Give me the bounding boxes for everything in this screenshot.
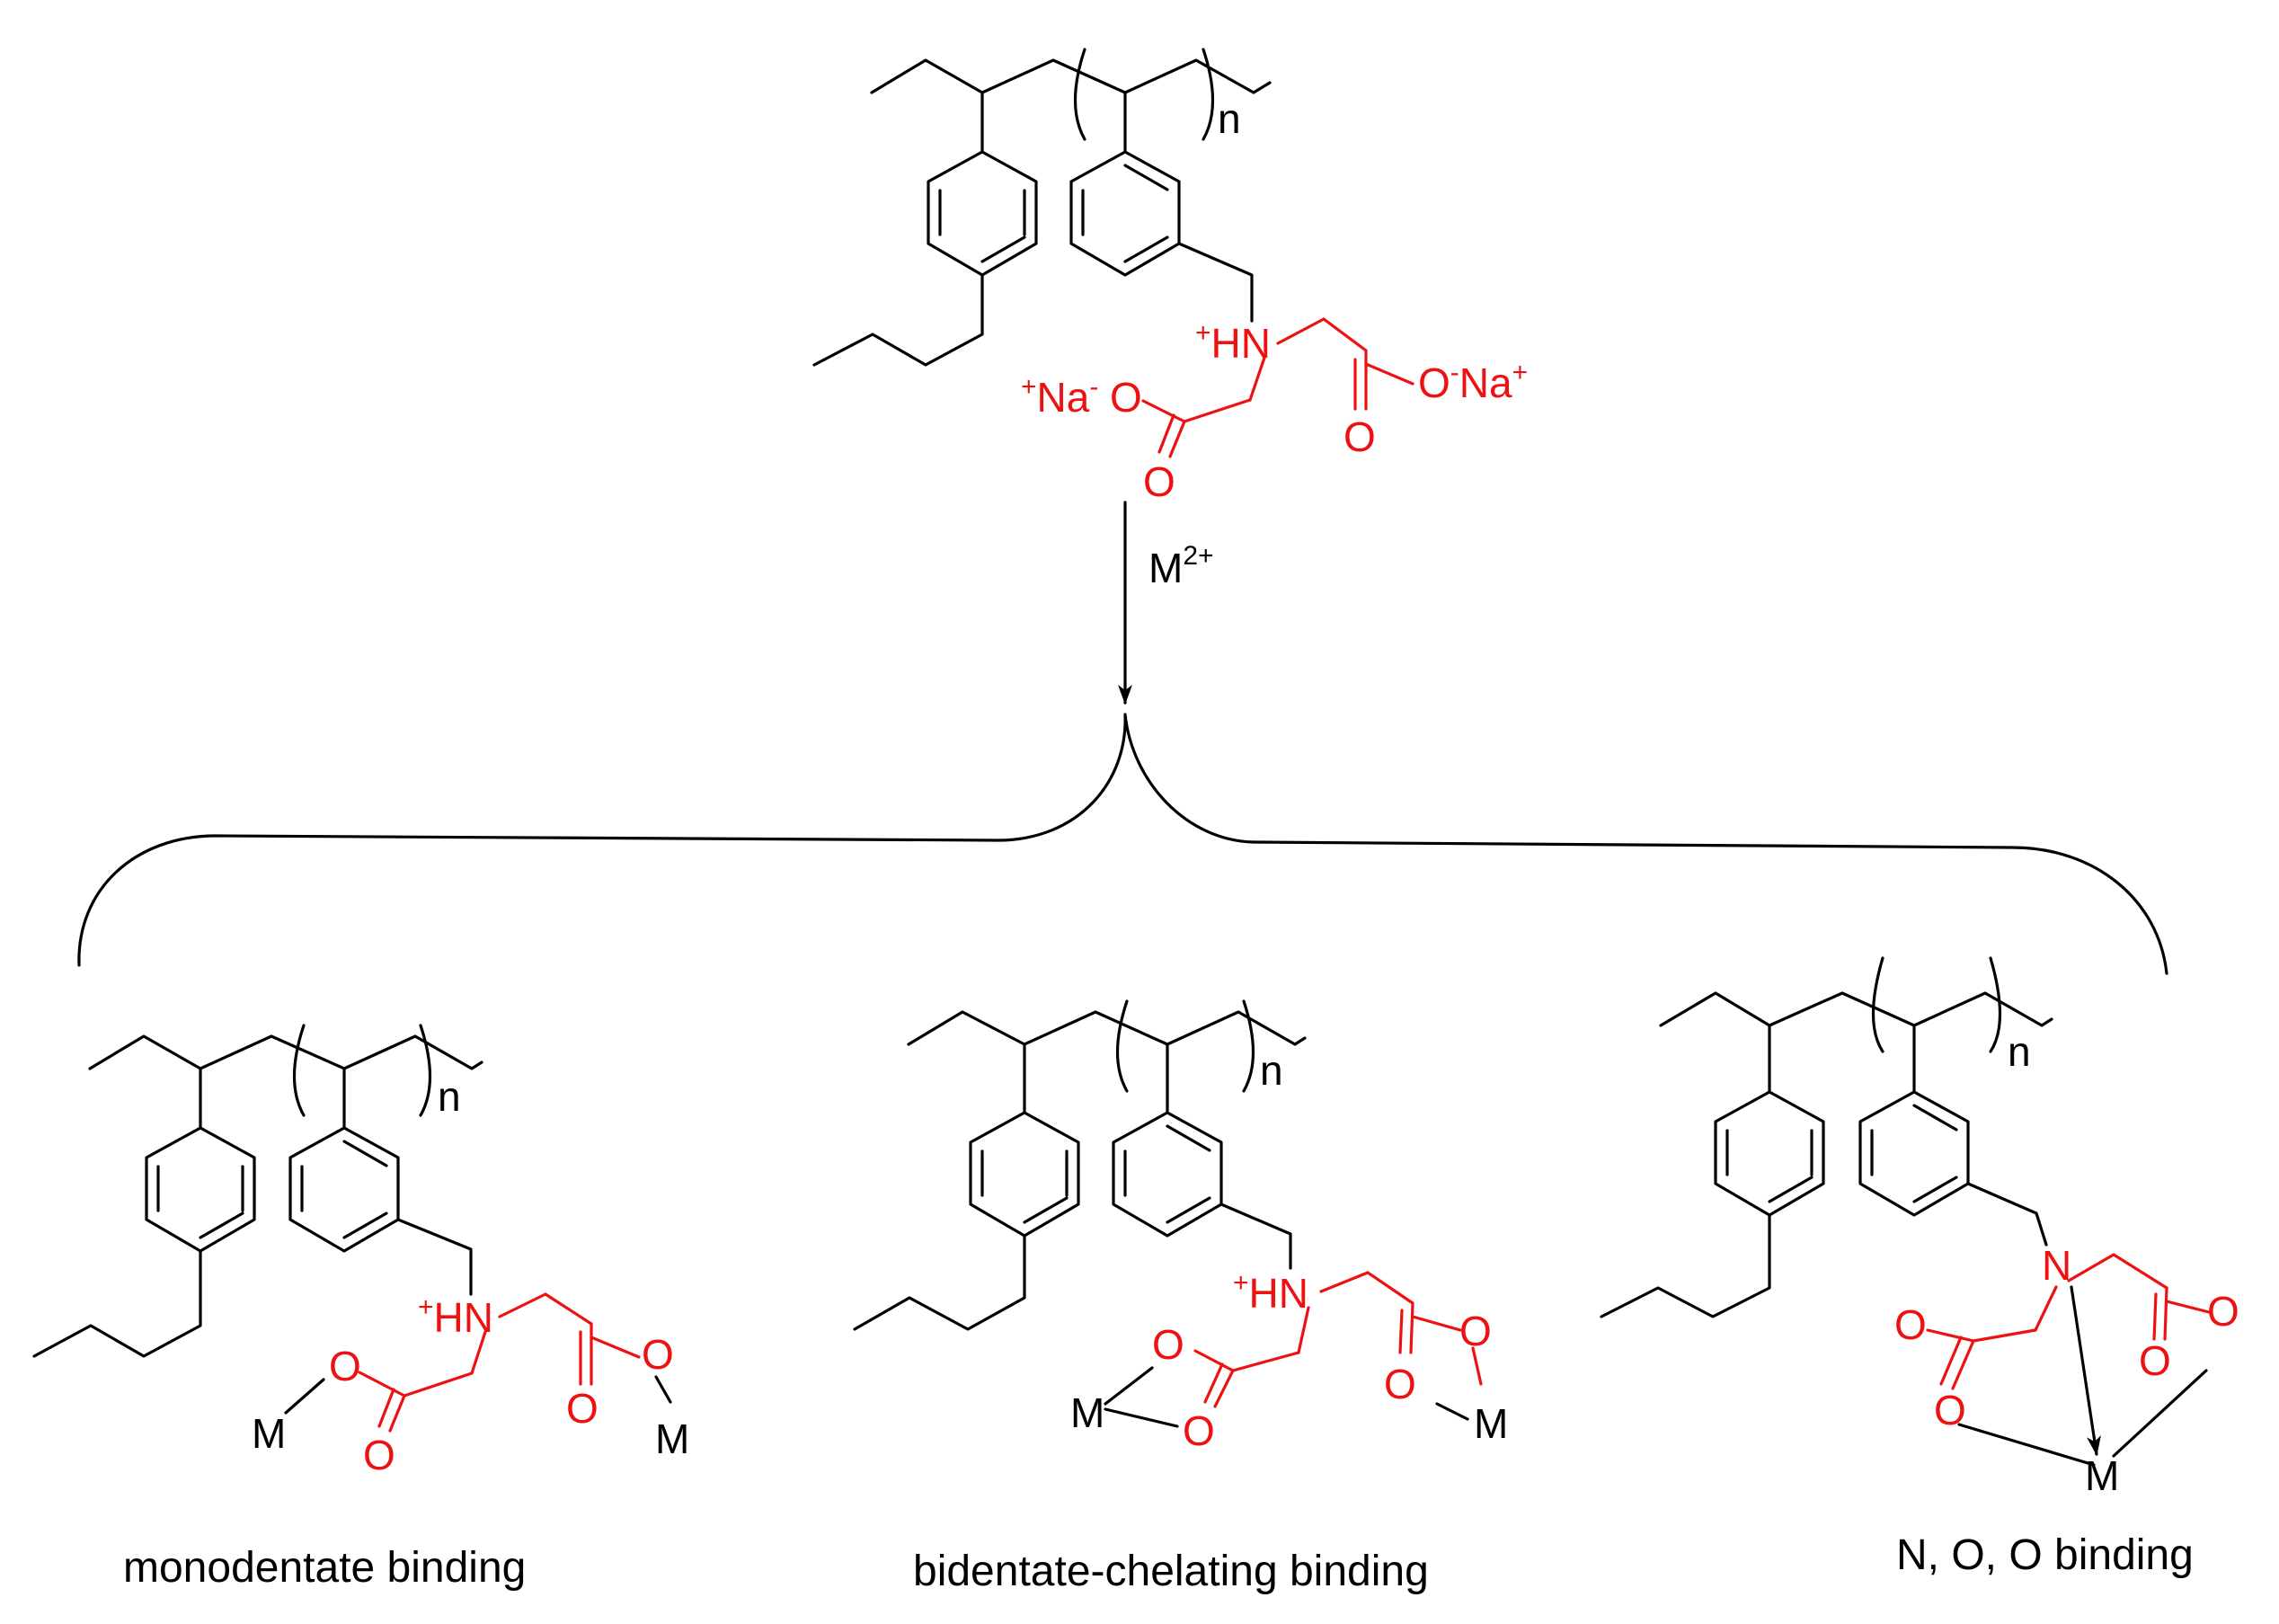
iminodiacetate-group: +HN +Na- O O O-Na+ O: [1021, 317, 1528, 505]
iminodiacetate-group: +HN O O O O M M: [252, 1292, 689, 1478]
carbonyl-oxygen-right-label: O: [1343, 413, 1376, 460]
polymer-backbone: n: [907, 999, 1307, 1114]
meta-benzyl-ring: [288, 1126, 473, 1296]
iminodiacetate-group: +HN O O O O M M: [1070, 1268, 1508, 1454]
polymer-backbone: n: [870, 48, 1272, 154]
repeat-unit-subscript: n: [2008, 1028, 2031, 1075]
carboxylate-oxygen-right-label: O-Na+: [1418, 358, 1528, 406]
carbonyl-oxygen-right-label: O: [1384, 1361, 1416, 1407]
carbonyl-oxygen-right-label: O: [2139, 1337, 2171, 1384]
sodium-ion-left-label: +Na-: [1021, 372, 1098, 421]
metal-right-label: M: [655, 1415, 689, 1462]
meta-benzyl-ring: [1069, 150, 1254, 323]
carbonyl-oxygen-left-label: O: [1183, 1407, 1215, 1454]
carbonyl-oxygen-left-label: O: [363, 1432, 395, 1478]
para-butylphenyl-ring: [32, 1126, 256, 1358]
caption-n-o-o: N, O, O binding: [1896, 1531, 2194, 1579]
branching-brace: [77, 713, 2168, 975]
carboxylate-oxygen-left-label: O: [1934, 1387, 1966, 1433]
ammonium-nitrogen-label: +HN: [1233, 1268, 1308, 1317]
caption-monodentate: monodentate binding: [123, 1544, 526, 1592]
carboxylate-oxygen-left-label: O: [1110, 374, 1142, 421]
repeat-unit-subscript: n: [438, 1073, 461, 1120]
meta-benzyl-ring: [1112, 1111, 1292, 1270]
starting-polymer-structure: n +HN: [812, 48, 1528, 505]
ammonium-nitrogen-label: +HN: [1195, 318, 1271, 367]
metal-left-label: M: [1070, 1389, 1104, 1436]
para-butylphenyl-ring: [812, 150, 1038, 367]
repeat-unit-subscript: n: [1218, 95, 1241, 142]
carbonyl-oxygen-left-label: O: [1894, 1301, 1927, 1348]
carboxylate-oxygen-left-label: O: [1152, 1321, 1184, 1368]
repeat-unit-subscript: n: [1260, 1047, 1283, 1094]
metal-left-label: M: [252, 1410, 286, 1457]
metal-right-label: M: [1474, 1400, 1508, 1447]
carboxylate-oxygen-left-label: O: [329, 1343, 361, 1389]
para-butylphenyl-ring: [853, 1111, 1080, 1331]
product-nOO-structure: n: [1600, 956, 2239, 1499]
caption-bidentate-chelating: bidentate-chelating binding: [913, 1548, 1429, 1595]
para-butylphenyl-ring: [1600, 1090, 1825, 1318]
polymer-backbone: n: [1659, 956, 2053, 1094]
metal-center-label: M: [2085, 1452, 2119, 1499]
carbonyl-oxygen-right-label: O: [566, 1385, 599, 1432]
polymer-backbone: n: [88, 1024, 483, 1130]
carboxylate-oxygen-right-label: O: [2207, 1288, 2239, 1335]
product-bidentate-structure: n: [853, 999, 1508, 1454]
carboxylate-oxygen-right-label: O: [642, 1331, 674, 1378]
carbonyl-oxygen-left-label: O: [1143, 458, 1175, 505]
meta-benzyl-ring: [1858, 1090, 2048, 1247]
product-monodentate-structure: n +HN: [32, 1024, 689, 1478]
carboxylate-oxygen-right-label: O: [1459, 1308, 1492, 1354]
metal-ion-reagent-label: M2+: [1148, 541, 1214, 591]
iminodiacetate-group: N O O O O M: [1894, 1242, 2239, 1499]
ammonium-nitrogen-label: +HN: [418, 1292, 493, 1341]
amine-nitrogen-label: N: [2042, 1242, 2071, 1289]
